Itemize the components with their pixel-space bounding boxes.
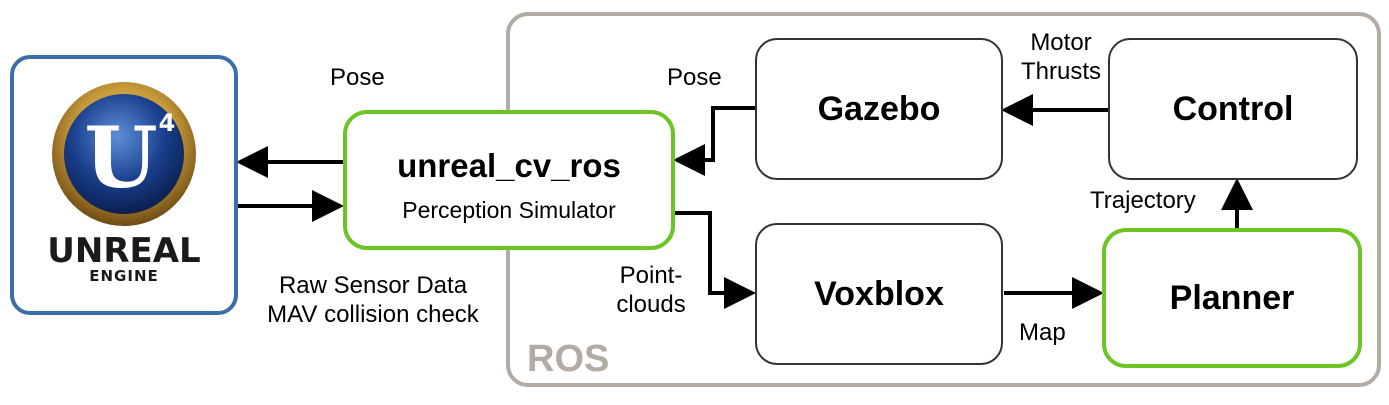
ros-group-label: ROS bbox=[527, 338, 610, 380]
gazebo-node: Gazebo bbox=[755, 38, 1003, 180]
label-map: Map bbox=[1019, 319, 1066, 346]
logo-version-mark: 4 bbox=[159, 109, 176, 137]
label-pose-to-unreal: Pose bbox=[330, 64, 385, 91]
label-motor-line2: Thrusts bbox=[1020, 58, 1101, 85]
label-pointclouds-line2: clouds bbox=[616, 291, 686, 318]
control-title: Control bbox=[1172, 89, 1294, 128]
label-pose-from-gazebo: Pose bbox=[667, 64, 722, 91]
unreal-engine-logo: U 4 bbox=[52, 82, 196, 226]
logo-u-mark: U bbox=[84, 108, 157, 207]
unreal-cv-ros-title: unreal_cv_ros bbox=[397, 146, 621, 184]
logo-blue-disc bbox=[64, 94, 184, 214]
voxblox-node: Voxblox bbox=[755, 223, 1003, 365]
label-motor-line1: Motor bbox=[1030, 29, 1092, 56]
label-raw-sensor-line1: Raw Sensor Data bbox=[278, 272, 468, 299]
planner-node: Planner bbox=[1102, 228, 1362, 368]
label-motor-thrusts: Motor Thrusts bbox=[1009, 28, 1113, 86]
edge-gazebo-pose bbox=[673, 106, 755, 176]
voxblox-title: Voxblox bbox=[814, 274, 944, 313]
planner-title: Planner bbox=[1169, 278, 1295, 317]
label-raw-sensor-data: Raw Sensor Data MAV collision check bbox=[246, 271, 500, 329]
label-pointclouds-line1: Point- bbox=[619, 262, 683, 289]
unreal-engine-node: U 4 UNREAL ENGINE bbox=[10, 55, 238, 315]
logo-wordmark: UNREAL bbox=[47, 231, 201, 271]
gazebo-title: Gazebo bbox=[817, 89, 941, 128]
control-node: Control bbox=[1108, 38, 1358, 180]
logo-subtitle: ENGINE bbox=[89, 267, 159, 285]
unreal-cv-ros-subtitle: Perception Simulator bbox=[402, 196, 616, 223]
edge-pointclouds bbox=[675, 211, 756, 309]
label-raw-sensor-line2: MAV collision check bbox=[267, 301, 479, 328]
unreal-cv-ros-node: unreal_cv_ros Perception Simulator bbox=[343, 110, 675, 250]
label-pointclouds: Point- clouds bbox=[603, 261, 699, 319]
label-trajectory: Trajectory bbox=[1090, 187, 1196, 214]
